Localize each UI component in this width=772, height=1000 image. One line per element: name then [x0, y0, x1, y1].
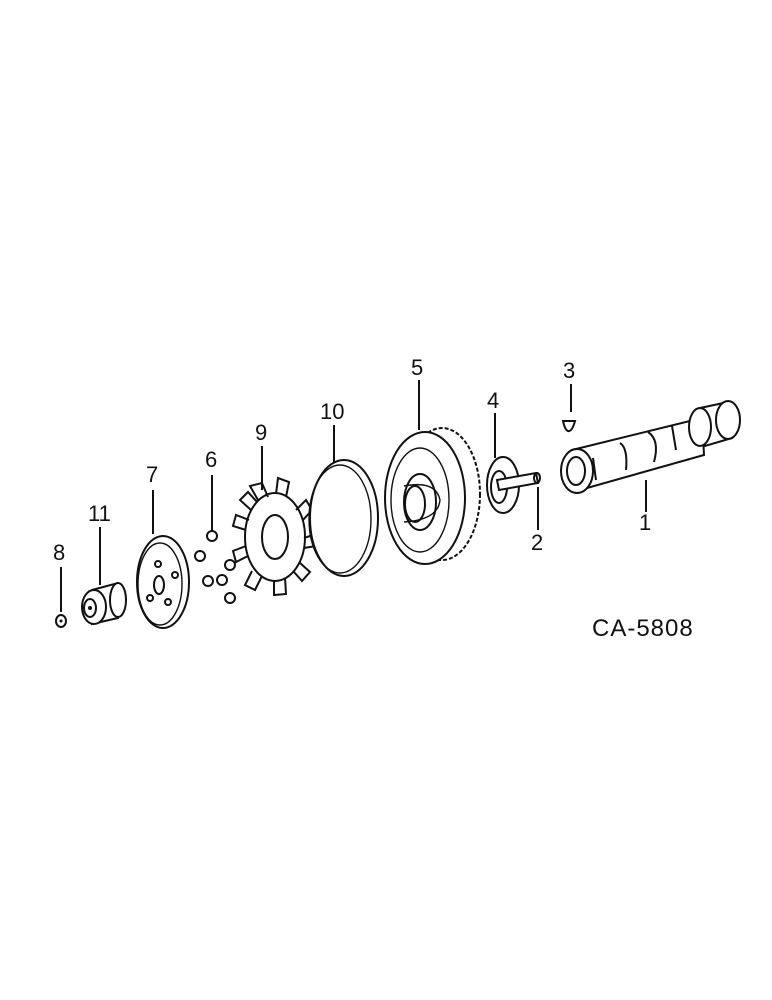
label-part-4: 4 — [487, 388, 499, 413]
label-part-7: 7 — [146, 462, 158, 487]
label-part-1: 1 — [639, 510, 651, 535]
label-part-6: 6 — [205, 447, 217, 472]
label-part-10: 10 — [320, 399, 344, 424]
label-part-3: 3 — [563, 358, 575, 383]
part-7-plate — [136, 535, 190, 629]
label-part-2: 2 — [531, 530, 543, 555]
part-1-camshaft — [560, 400, 741, 494]
part-5-gear — [384, 427, 481, 565]
part-6-balls — [194, 530, 236, 604]
part-8-clip-ring — [55, 614, 67, 628]
label-part-5: 5 — [411, 355, 423, 380]
part-2-pin — [495, 471, 541, 492]
label-part-8: 8 — [53, 540, 65, 565]
part-10-washer — [308, 459, 379, 577]
part-9-flyweight-spider — [231, 476, 317, 597]
leader-lines — [60, 380, 647, 612]
part-3-woodruff-key — [561, 420, 577, 433]
reference-code: CA-5808 — [592, 615, 694, 642]
label-part-11: 11 — [88, 501, 111, 526]
label-part-9: 9 — [255, 420, 267, 445]
part-11-hub — [81, 581, 127, 626]
